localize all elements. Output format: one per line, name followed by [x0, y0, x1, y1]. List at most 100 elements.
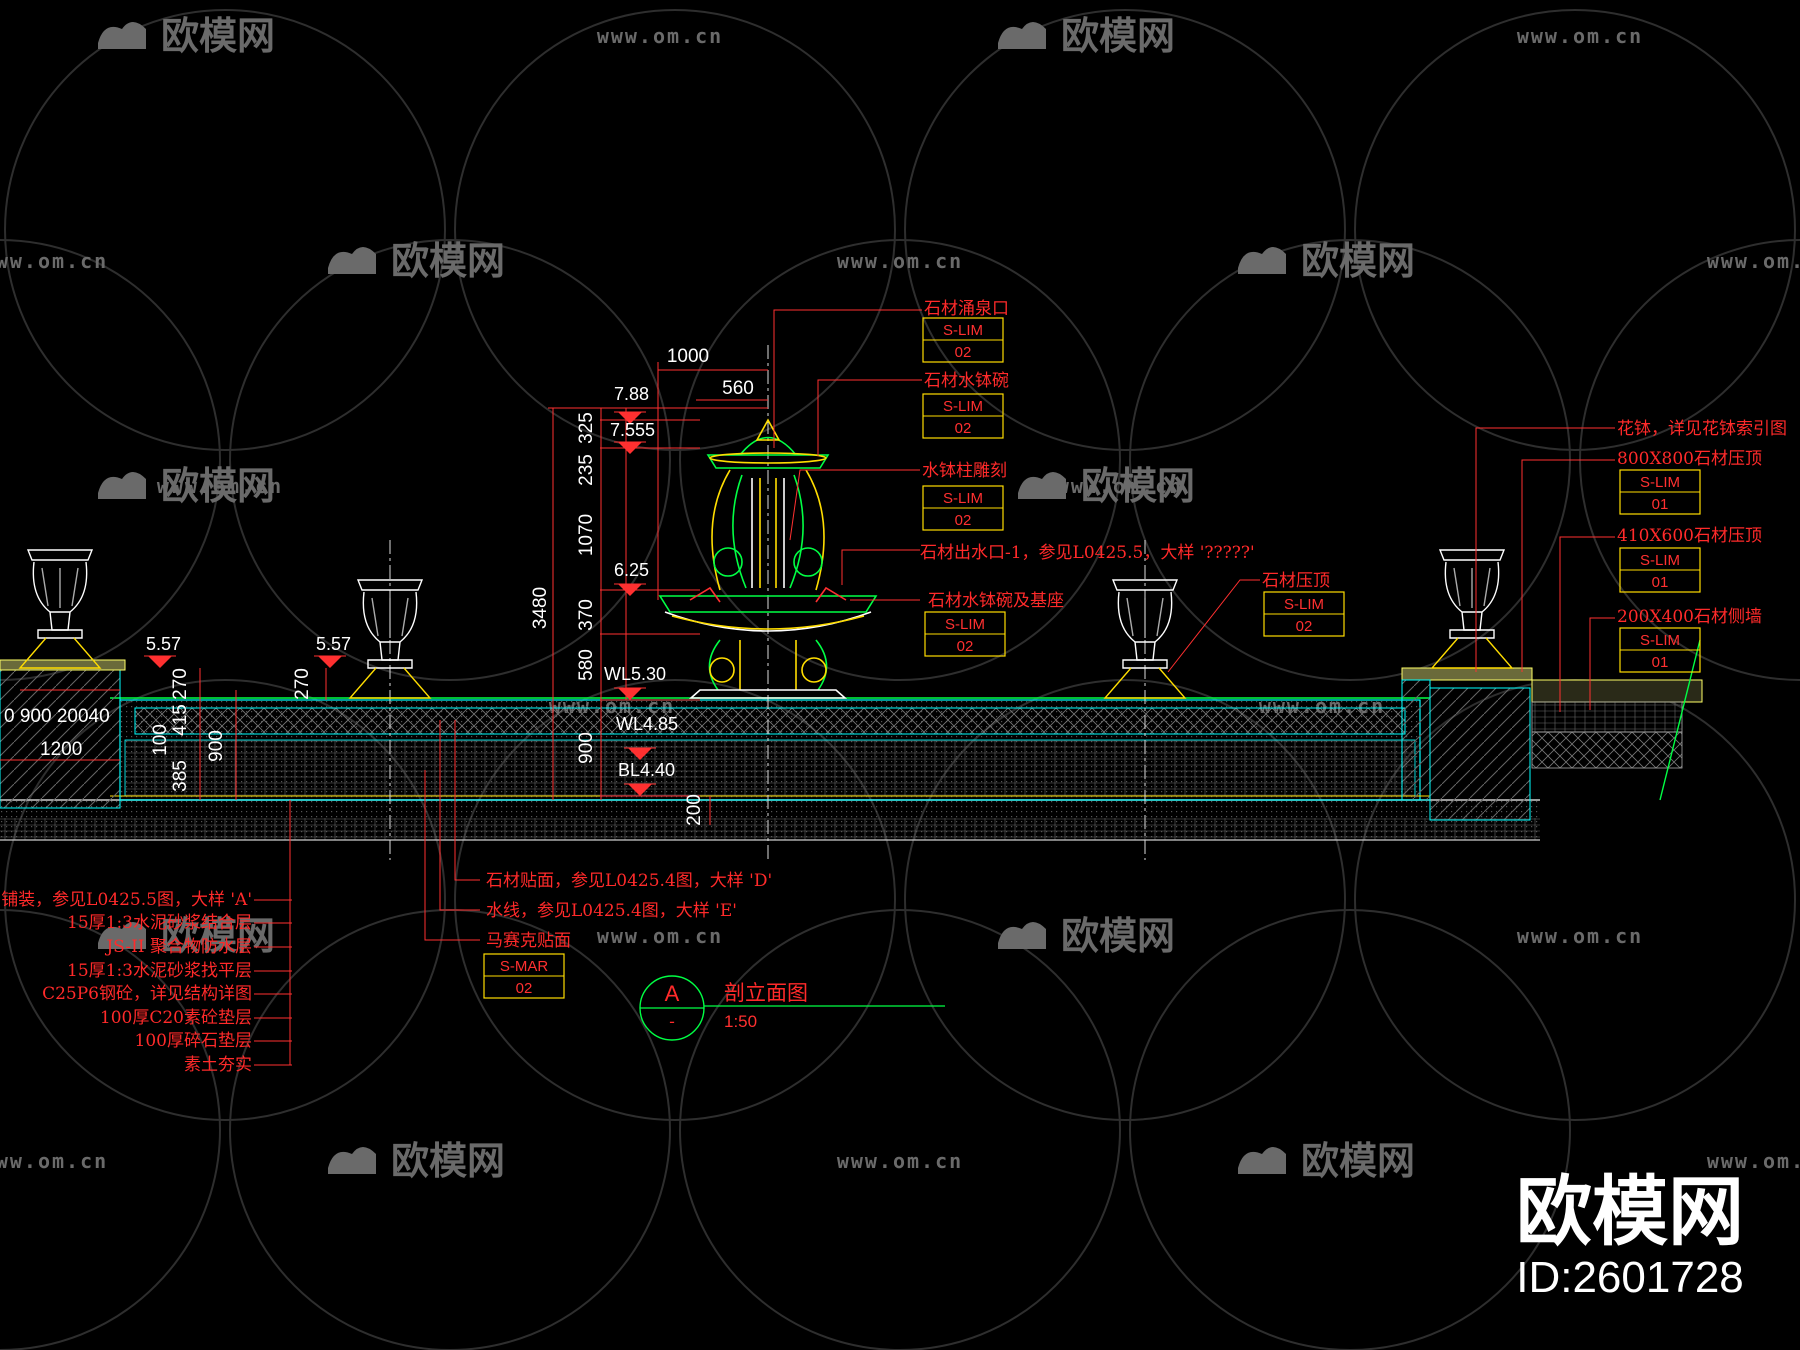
construction-layer: 100厚碎石垫层	[135, 1031, 252, 1051]
elevation-bowl: 7.555	[610, 420, 655, 440]
material-number: 02	[955, 420, 972, 437]
callout-column-code: S-LIM 02	[922, 485, 1004, 531]
watermark-brand: 欧模网	[998, 14, 1175, 58]
callout-bowl: 石材水钵碗	[924, 371, 1009, 391]
brand-title: 欧模网	[1516, 1167, 1744, 1256]
watermark-url: www.om.cn	[1057, 474, 1183, 498]
construction-layer: 铺装，参见L0425.5图，大样 'A'	[1, 890, 252, 910]
watermark-brand-text: 欧模网	[1061, 14, 1175, 58]
dim-900-200-40: 0 900 20040	[4, 706, 110, 727]
watermark-brand: 欧模网	[1238, 239, 1415, 283]
material-code: S-LIM	[1640, 474, 1680, 491]
callout-coping: 石材压顶	[1262, 571, 1330, 591]
watermark-url: www.om.cn	[597, 924, 723, 948]
dim-3480: 3480	[530, 587, 551, 629]
dim-235: 235	[576, 454, 597, 486]
elevation-water-level: WL5.30	[604, 664, 666, 684]
watermark-brand: 欧模网	[1238, 1139, 1415, 1183]
callout-bowl-code: S-LIM 02	[922, 393, 1004, 439]
callout-spout: 石材涌泉口	[924, 299, 1009, 319]
callout-coping-800-code: S-LIM 01	[1619, 469, 1701, 515]
material-number: 02	[1296, 618, 1313, 635]
watermark-url: www.om.cn	[0, 1149, 108, 1173]
watermark-url: www.om.cn	[1707, 1149, 1800, 1173]
callout-coping-410: 410X600石材压顶	[1617, 526, 1762, 546]
watermark-brand: 欧模网	[1018, 464, 1195, 508]
construction-layer: 15厚1:3水泥砂浆找平层	[67, 961, 252, 981]
dim-270-left-2: 270	[170, 668, 191, 700]
watermark-brand-text: 欧模网	[161, 914, 275, 958]
callout-side-wall: 200X400石材侧墙	[1617, 607, 1762, 627]
watermark-url: www.om.cn	[1707, 249, 1800, 273]
watermark-brand: 欧模网	[328, 1139, 505, 1183]
construction-layer: 15厚1:3水泥砂浆结合层	[67, 913, 252, 933]
elevation-marker	[618, 442, 642, 454]
material-code: S-LIM	[1640, 632, 1680, 649]
watermark-brand: 欧模网	[998, 914, 1175, 958]
urn-planter	[18, 549, 102, 669]
callout-outlet: 石材出水口-1，参见L0425.5，大样 '?????'	[920, 543, 1255, 563]
material-code: S-LIM	[943, 398, 983, 415]
brand-badge: 欧模网 ID:2601728	[1516, 1167, 1744, 1302]
watermark-url: www.om.cn	[157, 474, 283, 498]
watermark-url: www.om.cn	[1517, 24, 1643, 48]
material-code: S-LIM	[943, 322, 983, 339]
dim-900: 900	[576, 732, 597, 764]
watermark-brand-text: 欧模网	[391, 1139, 505, 1183]
watermark-brand-text: 欧模网	[161, 464, 275, 508]
elevation-marker	[318, 656, 342, 668]
fountain	[658, 418, 878, 699]
center-lines	[389, 345, 1146, 860]
pool-structure	[0, 639, 1703, 841]
elevation-marker	[618, 584, 642, 596]
material-number: 02	[516, 980, 533, 997]
watermark-brand-text: 欧模网	[1081, 464, 1195, 508]
elevation-marker	[618, 688, 642, 700]
urn-planter	[1430, 549, 1514, 669]
labels: 石材涌泉口S-LIM02石材水钵碗S-LIM02水钵柱雕刻S-LIM02石材出水…	[1, 299, 1787, 1075]
section-title: 剖立面图	[724, 981, 808, 1005]
section-scale: 1:50	[724, 1012, 757, 1031]
elevation-left-coping: 5.57	[146, 634, 181, 654]
material-code: S-LIM	[943, 490, 983, 507]
material-code: S-LIM	[1640, 552, 1680, 569]
section-sub: -	[669, 1012, 675, 1031]
elevation-basin: 6.25	[614, 560, 649, 580]
callout-planter: 花钵，详见花钵索引图	[1617, 419, 1787, 439]
material-number: 02	[957, 638, 974, 655]
callout-waterline: 水线，参见L0425.4图，大样 'E'	[486, 901, 737, 921]
dim-100: 100	[150, 724, 171, 756]
watermark-brand: 欧模网	[328, 239, 505, 283]
dim-270-left: 270	[292, 668, 313, 700]
watermark-brand: 欧模网	[98, 914, 275, 958]
watermark-brand-text: 欧模网	[1061, 914, 1175, 958]
dim-580: 580	[576, 649, 597, 681]
callout-mosaic: 马赛克贴面	[486, 930, 571, 951]
elevation-bottom-level: BL4.40	[618, 760, 675, 780]
watermark-url: www.om.cn	[837, 1149, 963, 1173]
callout-coping-code: S-LIM 02	[1263, 591, 1345, 637]
watermark-url: www.om.cn	[0, 249, 108, 273]
material-code: S-LIM	[1284, 596, 1324, 613]
urn-planter	[348, 579, 432, 699]
dimension-lines	[0, 362, 768, 825]
watermark-url: www.om.cn	[837, 249, 963, 273]
construction-layer: JS-II 聚合物防水层	[104, 937, 252, 957]
brand-id: ID:2601728	[1516, 1253, 1744, 1302]
elevation-marker	[628, 748, 652, 760]
callout-basin: 石材水钵碗及基座	[928, 591, 1064, 611]
material-number: 01	[1652, 496, 1669, 513]
material-number: 02	[955, 512, 972, 529]
material-code: S-LIM	[945, 616, 985, 633]
dim-1200: 1200	[40, 739, 82, 760]
dim-370: 370	[576, 599, 597, 631]
dim-415: 415	[170, 704, 191, 736]
construction-layer: 100厚C20素砼垫层	[100, 1008, 252, 1028]
watermark-brand: 欧模网	[98, 14, 275, 58]
section-marker: A - 剖立面图 1:50	[639, 975, 945, 1041]
